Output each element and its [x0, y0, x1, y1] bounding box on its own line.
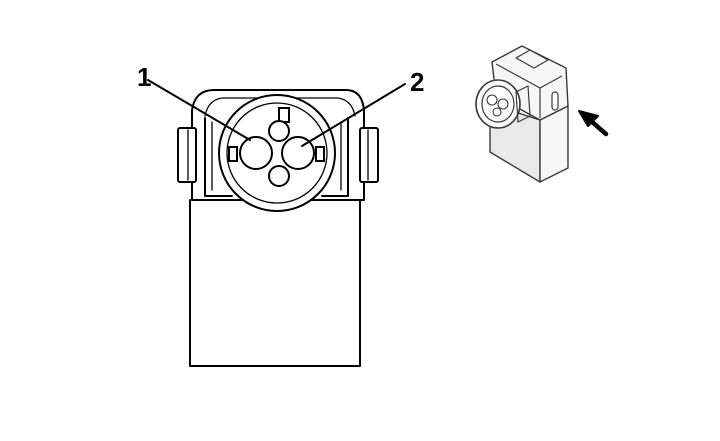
pin-1-terminal [239, 136, 273, 170]
outer-ring [218, 94, 336, 212]
tab-left [228, 146, 238, 162]
arrow-icon [578, 110, 609, 137]
leader-line-1 [147, 79, 251, 141]
pin-2-terminal [281, 136, 315, 170]
connector-front-view [177, 89, 379, 367]
tab-right [315, 146, 325, 162]
right-latch [321, 117, 379, 197]
cavity-top [268, 120, 290, 142]
left-latch [177, 117, 233, 197]
callout-1: 1 [137, 62, 251, 141]
callout-label-1: 1 [137, 62, 151, 92]
callout-2: 2 [301, 67, 424, 147]
key-tab [278, 107, 290, 123]
callout-label-2: 2 [410, 67, 424, 97]
connector-isometric-view [475, 45, 569, 183]
cavity-bottom [268, 165, 290, 187]
leader-line-2 [301, 83, 406, 147]
